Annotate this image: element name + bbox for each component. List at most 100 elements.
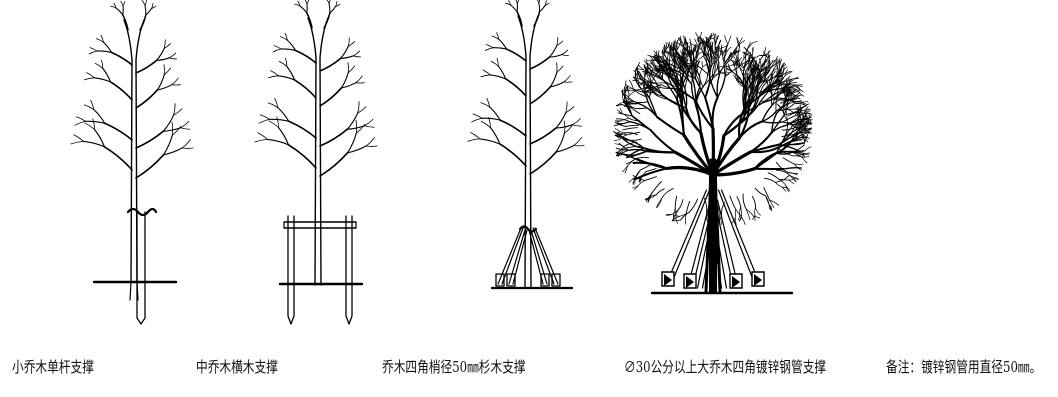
canopy-branch xyxy=(649,74,652,86)
canopy-branch xyxy=(760,97,775,102)
branch xyxy=(180,120,190,129)
canopy-branch xyxy=(684,55,687,67)
branch xyxy=(490,60,499,67)
canopy-branch xyxy=(779,148,794,157)
canopy-branch xyxy=(617,151,622,158)
canopy-branch xyxy=(765,195,770,205)
canopy-branch xyxy=(700,38,705,47)
canopy-branch xyxy=(674,208,677,218)
root-left xyxy=(129,281,132,301)
canopy-branch xyxy=(795,91,801,97)
canopy-branch xyxy=(619,131,628,134)
canopy-branch xyxy=(802,157,808,164)
canopy-branch xyxy=(786,92,794,101)
canopy-branch xyxy=(805,128,812,131)
canopy-branch xyxy=(633,77,642,80)
canopy-branch xyxy=(790,95,797,101)
canopy-branch xyxy=(643,66,650,74)
canopy-branch xyxy=(613,139,620,142)
branch xyxy=(555,144,575,153)
canopy-branch xyxy=(726,46,732,53)
branch xyxy=(497,65,507,80)
canopy-branch xyxy=(748,56,752,65)
canopy-branch xyxy=(765,62,768,72)
canopy-branch xyxy=(781,186,787,192)
canopy-branch xyxy=(690,60,693,79)
canopy-branch xyxy=(669,68,680,76)
steel-pipe xyxy=(696,214,717,289)
branch xyxy=(86,72,95,79)
canopy-branch xyxy=(639,176,642,183)
canopy-branch xyxy=(760,73,765,83)
canopy-branch xyxy=(760,66,766,73)
branch xyxy=(482,69,491,76)
canopy-branch xyxy=(743,51,751,57)
branch xyxy=(103,122,133,141)
branch xyxy=(355,75,363,84)
branch xyxy=(287,120,317,139)
canopy-branch xyxy=(648,97,658,118)
canopy-branch xyxy=(779,73,784,84)
canopy-branch xyxy=(651,87,661,93)
canopy-branch xyxy=(769,91,777,101)
canopy-branch xyxy=(793,128,800,135)
canopy-branch xyxy=(646,75,651,83)
branch xyxy=(144,4,147,16)
branch xyxy=(135,59,158,74)
branch xyxy=(357,101,360,114)
canopy-branch xyxy=(704,73,711,99)
canopy-branch xyxy=(651,70,659,76)
branch xyxy=(346,112,359,130)
canopy-branch xyxy=(795,85,801,91)
branch xyxy=(505,48,527,62)
canopy-branch xyxy=(647,65,653,75)
trunk-left xyxy=(307,17,317,286)
canopy-branch xyxy=(641,171,647,178)
branch xyxy=(73,134,84,142)
canopy-branch xyxy=(787,172,798,176)
canopy-branch xyxy=(617,112,633,117)
branch xyxy=(266,138,290,146)
canopy-branch xyxy=(617,145,625,153)
branch xyxy=(268,75,279,79)
canopy-branch xyxy=(624,96,634,102)
canopy-branch xyxy=(711,210,716,218)
canopy-branch xyxy=(712,49,719,60)
canopy-branch xyxy=(789,88,796,95)
branch xyxy=(285,57,288,68)
canopy-branch xyxy=(729,59,738,63)
canopy-branch xyxy=(637,180,646,187)
canopy-branch xyxy=(736,37,740,48)
branch xyxy=(480,74,491,78)
canopy-branch xyxy=(763,67,771,83)
canopy-branch xyxy=(685,48,692,55)
canopy-branch xyxy=(744,80,753,92)
canopy-branch xyxy=(684,87,688,109)
canopy-branch xyxy=(795,94,802,97)
canopy-branch xyxy=(679,213,687,221)
branch xyxy=(488,117,491,129)
branch xyxy=(102,68,112,83)
canopy-branch xyxy=(673,208,676,219)
canopy-branch xyxy=(755,207,761,216)
canopy-branch xyxy=(699,66,703,75)
branch xyxy=(555,124,573,129)
canopy-branch xyxy=(643,82,651,88)
canopy-branch xyxy=(750,77,754,88)
canopy-branch xyxy=(792,177,797,182)
canopy-branch xyxy=(769,199,780,206)
canopy-branch xyxy=(619,108,623,114)
canopy-branch xyxy=(762,50,771,57)
canopy-branch xyxy=(622,127,638,131)
branch xyxy=(347,37,350,47)
branch xyxy=(480,120,491,129)
branch xyxy=(347,65,356,74)
canopy-branch xyxy=(655,50,660,63)
canopy-branch xyxy=(666,59,675,62)
canopy-branch xyxy=(719,48,722,56)
canopy-branch xyxy=(782,115,796,123)
branch xyxy=(470,132,481,140)
canopy-branch xyxy=(620,87,632,92)
canopy-branch xyxy=(704,96,715,130)
canopy-branch xyxy=(673,56,679,68)
